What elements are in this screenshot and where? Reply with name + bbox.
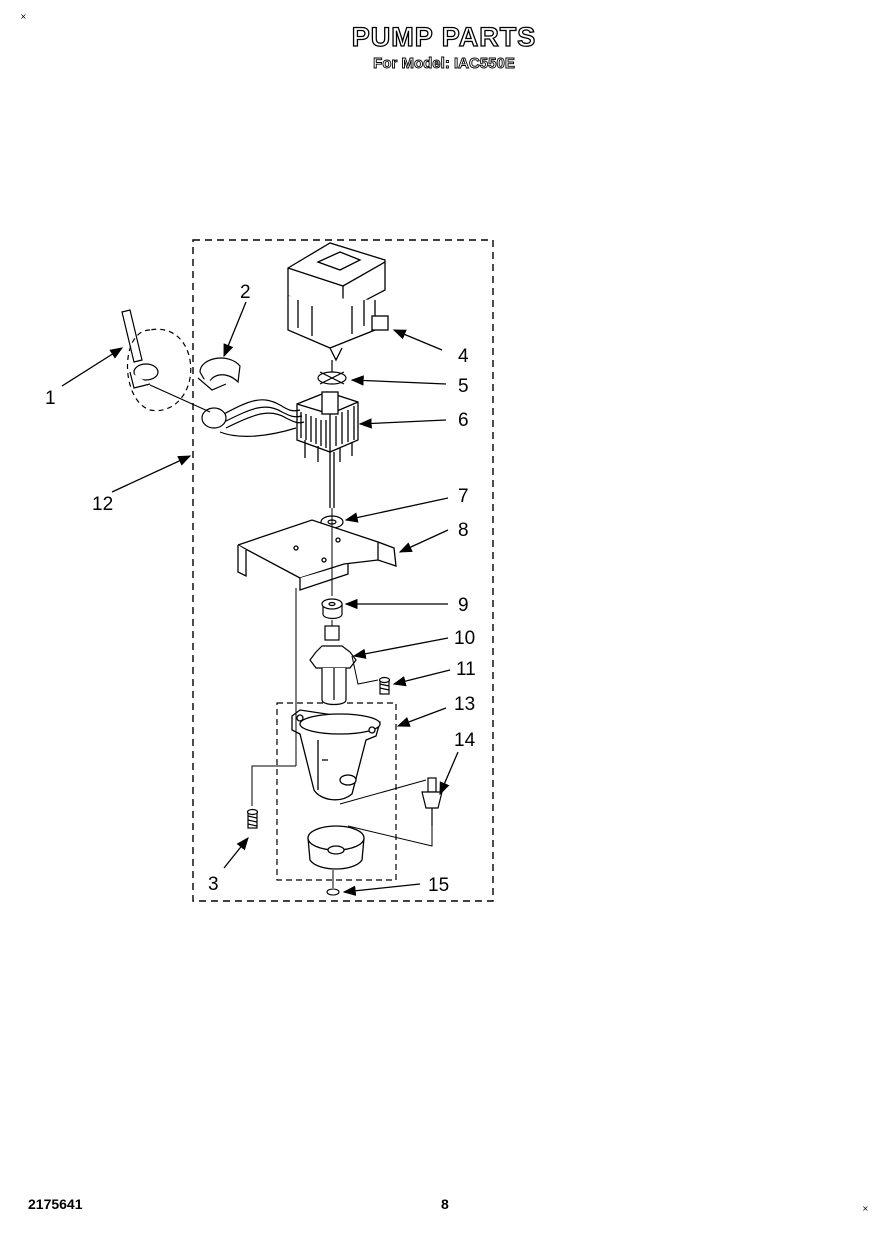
corner-mark-top-left: × <box>20 12 27 21</box>
assembly-boundary <box>192 239 494 902</box>
page-title: PUMP PARTS <box>351 21 537 52</box>
part-cord-clip <box>121 309 192 412</box>
part-washer-small <box>326 888 340 896</box>
part-pump-base <box>307 825 365 870</box>
model-subtitle: For Model: IAC550E <box>373 55 516 73</box>
leader-arrows <box>61 301 459 896</box>
callout-8: 8 <box>458 520 469 541</box>
callout-1: 1 <box>45 388 56 409</box>
part-grommet <box>321 598 343 620</box>
callout-11: 11 <box>456 659 476 680</box>
part-lower-impeller <box>309 625 357 706</box>
callout-14: 14 <box>454 730 476 751</box>
part-motor-body <box>296 391 359 508</box>
part-mounting-bracket <box>237 519 397 591</box>
pump-housing-boundary <box>276 702 397 881</box>
callout-9: 9 <box>458 595 469 616</box>
callout-4: 4 <box>458 346 469 367</box>
callout-2: 2 <box>240 282 251 303</box>
callout-5: 5 <box>458 376 469 397</box>
callout-12: 12 <box>92 494 113 515</box>
callout-6: 6 <box>458 410 469 431</box>
callout-13: 13 <box>454 694 475 715</box>
document-number: 2175641 <box>28 1196 83 1212</box>
part-pump-housing <box>291 709 381 801</box>
part-pump-motor <box>287 242 389 362</box>
part-screw-3 <box>246 808 259 829</box>
callout-10: 10 <box>454 628 475 649</box>
corner-mark-bottom-right: × <box>862 1204 869 1213</box>
callout-3: 3 <box>208 874 219 895</box>
explode-lines <box>251 508 433 888</box>
callout-15: 15 <box>428 875 449 896</box>
part-screw-small <box>378 676 391 695</box>
part-impeller <box>317 360 347 385</box>
part-wire-harness <box>149 384 305 437</box>
part-float-valve <box>421 777 443 826</box>
page-number: 8 <box>441 1196 449 1212</box>
callout-7: 7 <box>458 486 469 507</box>
part-wire-clamp <box>197 357 241 391</box>
